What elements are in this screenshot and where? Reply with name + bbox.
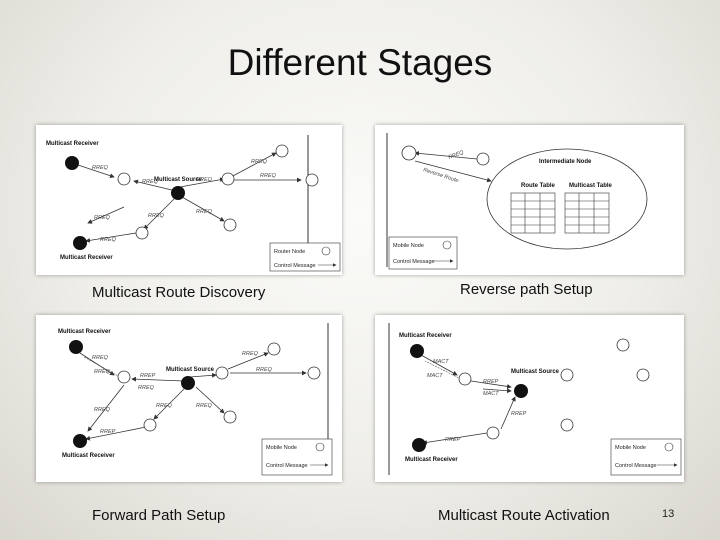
legend-message-label: Control Message	[393, 259, 435, 265]
msg-label: RREQ	[242, 351, 259, 357]
msg-label: RREQ	[156, 403, 173, 409]
route-table-label: Route Table	[521, 183, 556, 189]
caption-reverse-path-setup: Reverse path Setup	[460, 281, 593, 298]
receiver-node-top	[69, 340, 83, 354]
route-table-grid	[510, 192, 556, 234]
legend-node-label: Mobile Node	[393, 243, 424, 249]
diagram-3-svg: Multicast Receiver Multicast Source Mult…	[36, 315, 342, 482]
msg-label: MACT	[427, 373, 443, 379]
caption-multicast-route-discovery: Multicast Route Discovery	[92, 284, 266, 301]
receiver-bottom-label: Multicast Receiver	[405, 457, 458, 463]
legend-message-label: Control Message	[274, 263, 316, 269]
multicast-table-label: Multicast Table	[569, 183, 613, 189]
msg-label: MACT	[483, 391, 499, 397]
receiver-top-label: Multicast Receiver	[399, 333, 452, 339]
receiver-node-top	[410, 344, 424, 358]
diagram-2-svg: Intermediate Node Route Table Multicast …	[375, 125, 684, 275]
legend-message-label: Control Message	[615, 463, 657, 469]
receiver-node-top	[65, 156, 79, 170]
intermediate-node-region	[486, 148, 648, 250]
slide-title: Different Stages	[227, 42, 493, 83]
legend-message-label: Control Message	[266, 463, 308, 469]
msg-label: RREQ	[94, 407, 111, 413]
source-label: Multicast Source	[154, 177, 203, 183]
caption-forward-path-setup: Forward Path Setup	[92, 507, 226, 524]
diagram-multicast-route-activation: Multicast Receiver Multicast Source Mult…	[375, 315, 684, 482]
msg-label: RREP	[445, 437, 461, 443]
diagram-1-svg: Multicast Receiver Multicast Source Mult…	[36, 125, 342, 275]
msg-label: RREQ	[448, 150, 466, 161]
diagram-multicast-route-discovery: Multicast Receiver Multicast Source Mult…	[36, 125, 342, 275]
caption-multicast-route-activation: Multicast Route Activation	[438, 507, 610, 524]
msg-label: RREQ	[92, 165, 109, 171]
legend-node-label: Router Node	[274, 249, 305, 255]
msg-label: RREQ	[196, 177, 213, 183]
msg-label: RREP	[140, 373, 156, 379]
diagram-4-svg: Multicast Receiver Multicast Source Mult…	[375, 315, 684, 482]
msg-label: RREQ	[251, 159, 268, 165]
receiver-top-label: Multicast Receiver	[58, 329, 111, 335]
receiver-top-label: Multicast Receiver	[46, 141, 99, 147]
msg-label: RREQ	[142, 179, 159, 185]
multicast-table-grid	[564, 192, 610, 234]
msg-label: RREQ	[196, 209, 213, 215]
receiver-node-bottom	[73, 236, 87, 250]
msg-label: RREP	[511, 411, 527, 417]
legend-node-label: Mobile Node	[266, 445, 297, 451]
msg-label: RREP	[100, 429, 116, 435]
diagram-reverse-path-setup: Intermediate Node Route Table Multicast …	[375, 125, 684, 275]
msg-label: RREQ	[256, 367, 273, 373]
msg-label: MACT	[433, 359, 449, 365]
diagram-forward-path-setup: Multicast Receiver Multicast Source Mult…	[36, 315, 342, 482]
msg-label: RREQ	[100, 237, 117, 243]
msg-label: RREP	[483, 379, 499, 385]
receiver-node-bottom	[73, 434, 87, 448]
source-node	[514, 384, 528, 398]
receiver-bottom-label: Multicast Receiver	[60, 255, 113, 261]
receiver-bottom-label: Multicast Receiver	[62, 453, 115, 459]
legend-node-label: Mobile Node	[615, 445, 646, 451]
source-label: Multicast Source	[511, 369, 560, 375]
receiver-node-bottom	[412, 438, 426, 452]
msg-label: RREQ	[138, 385, 155, 391]
msg-label: RREQ	[196, 403, 213, 409]
slide-number: 13	[662, 508, 675, 520]
msg-label: RREQ	[94, 369, 111, 375]
intermediate-node-label: Intermediate Node	[539, 159, 592, 165]
msg-label: RREQ	[94, 215, 111, 221]
msg-label: RREQ	[92, 355, 109, 361]
source-node	[181, 376, 195, 390]
source-label: Multicast Source	[166, 367, 215, 373]
msg-label: RREQ	[260, 173, 277, 179]
source-node	[171, 186, 185, 200]
msg-label: RREQ	[148, 213, 165, 219]
